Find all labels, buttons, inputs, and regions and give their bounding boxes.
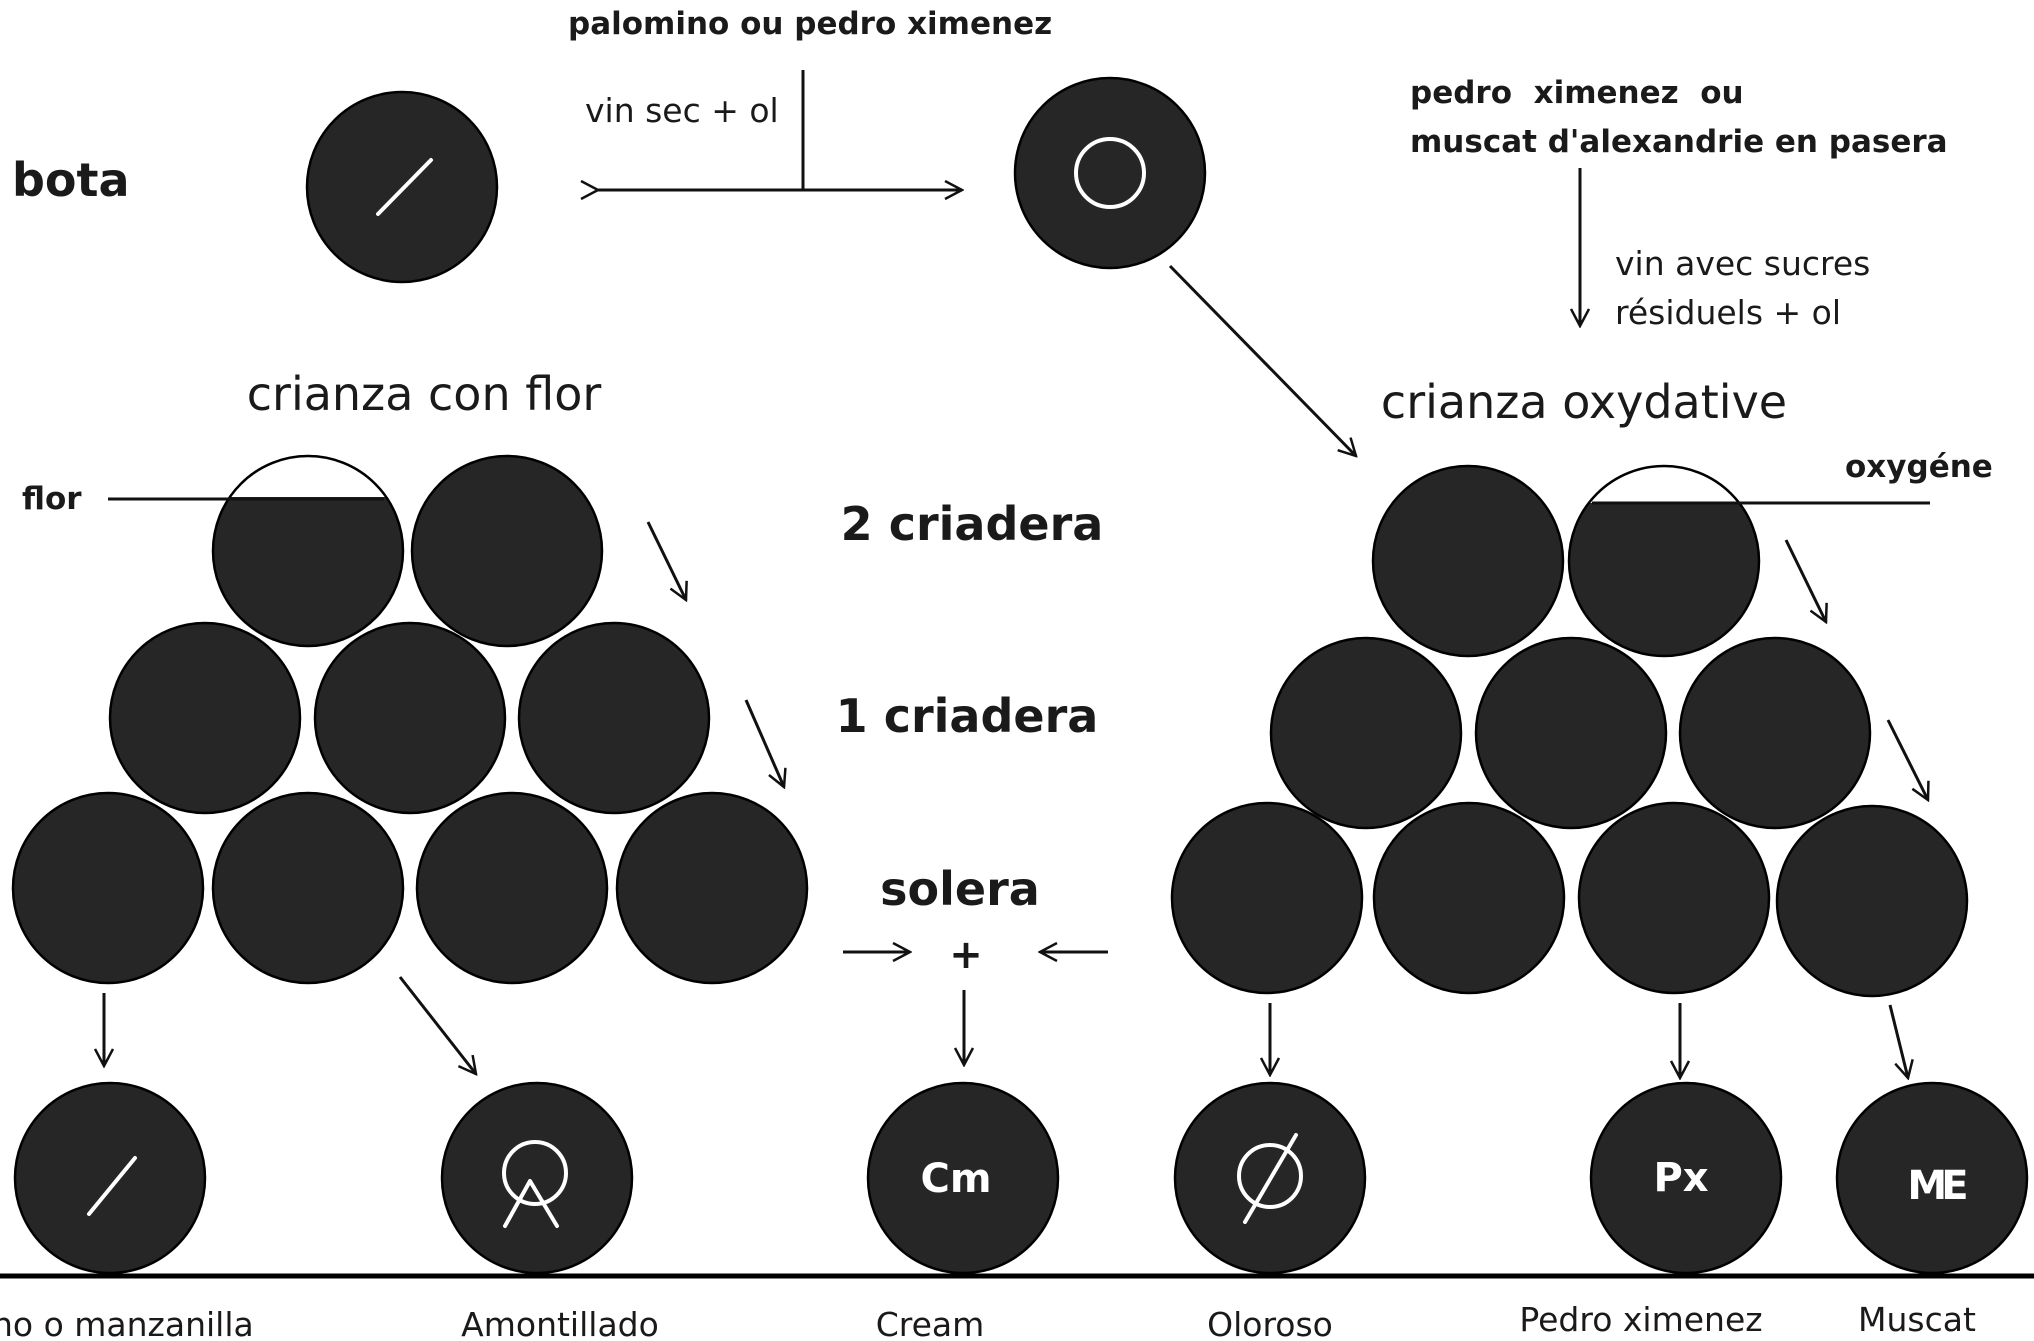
circle-slash-icon — [1237, 1133, 1303, 1224]
cask — [1269, 636, 1463, 830]
cask — [11, 791, 205, 985]
residual-sugar-label-line2: résiduels + ol — [1615, 293, 1841, 332]
solera-label: solera — [880, 862, 1040, 916]
cask — [313, 621, 507, 815]
cask — [108, 621, 302, 815]
cask — [1474, 636, 1668, 830]
oxygen-cask — [1567, 464, 1761, 658]
sweet-grape-label-line2: muscat d'alexandrie en pasera — [1410, 124, 1948, 160]
oxidative-stack-title: crianza oxydative — [1381, 375, 1787, 429]
cask — [415, 791, 609, 985]
criadera2-label: 2 criadera — [841, 497, 1104, 551]
product-pedro-ximenez: Px — [1589, 1081, 1783, 1275]
blend-plus: + — [949, 932, 983, 978]
amontillado-arrow — [398, 976, 476, 1074]
product-name-cream: Cream — [876, 1305, 985, 1341]
cask — [517, 621, 711, 815]
product-name-oloroso: Oloroso — [1207, 1305, 1333, 1341]
bota-oloroso-cask — [1013, 76, 1207, 270]
flor-criadera1-row — [108, 621, 711, 815]
flor-transfer-arrow — [744, 699, 784, 787]
oxidative-transfer-arrow — [1886, 719, 1928, 800]
product-amontillado — [440, 1081, 634, 1275]
product-oloroso — [1173, 1081, 1367, 1275]
cask — [1371, 464, 1565, 658]
product-name-pedro-ximenez: Pedro ximenez — [1519, 1300, 1762, 1339]
flor-stack-title: crianza con flor — [247, 367, 602, 421]
bota-label: bota — [12, 153, 130, 207]
oxidative-solera-row — [1170, 801, 1969, 998]
cask — [1678, 636, 1872, 830]
cask — [1372, 801, 1566, 995]
product-fino — [13, 1081, 207, 1275]
cask — [410, 454, 604, 648]
residual-sugar-label-line1: vin avec sucres — [1615, 244, 1870, 283]
product-name-amontillado: Amontillado — [461, 1305, 659, 1341]
dry-wine-label: vin sec + ol — [585, 91, 779, 130]
grape-label: palomino ou pedro ximenez — [568, 6, 1052, 42]
pedro-ximenez-mark: Px — [1653, 1155, 1708, 1201]
cask — [1170, 801, 1364, 995]
oxidative-criadera1-row — [1269, 636, 1872, 830]
cask — [1775, 804, 1969, 998]
flor-label: flor — [22, 481, 82, 517]
cask — [615, 791, 809, 985]
flor-criadera2-row — [211, 454, 604, 648]
product-muscat: ME — [1835, 1081, 2029, 1275]
cask — [211, 791, 405, 985]
flor-cask — [211, 454, 405, 648]
slash-icon — [87, 1156, 137, 1216]
circle-icon — [1074, 137, 1146, 209]
flor-transfer-arrow — [646, 521, 686, 600]
product-name-fino: Fino o manzanilla — [0, 1305, 254, 1341]
circle-with-a-icon — [502, 1140, 568, 1228]
sweet-grape-label-line1: pedro ximenez ou — [1410, 75, 1744, 111]
flor-solera-row — [11, 791, 809, 985]
slash-icon — [376, 158, 433, 216]
oxidative-transfer-arrow — [1784, 539, 1826, 622]
oxidative-entry-arrow — [1168, 264, 1356, 456]
muscat-arrow — [1888, 1004, 1908, 1078]
product-name-muscat: Muscat — [1858, 1300, 1976, 1339]
oxidative-criadera2-row — [1371, 464, 1761, 658]
product-cream: Cm — [866, 1081, 1060, 1275]
oxygen-label: oxygéne — [1845, 449, 1993, 485]
cask — [1577, 801, 1771, 995]
cream-mark: Cm — [920, 1156, 991, 1202]
criadera1-label: 1 criadera — [836, 689, 1099, 743]
muscat-mark: ME — [1907, 1163, 1966, 1209]
